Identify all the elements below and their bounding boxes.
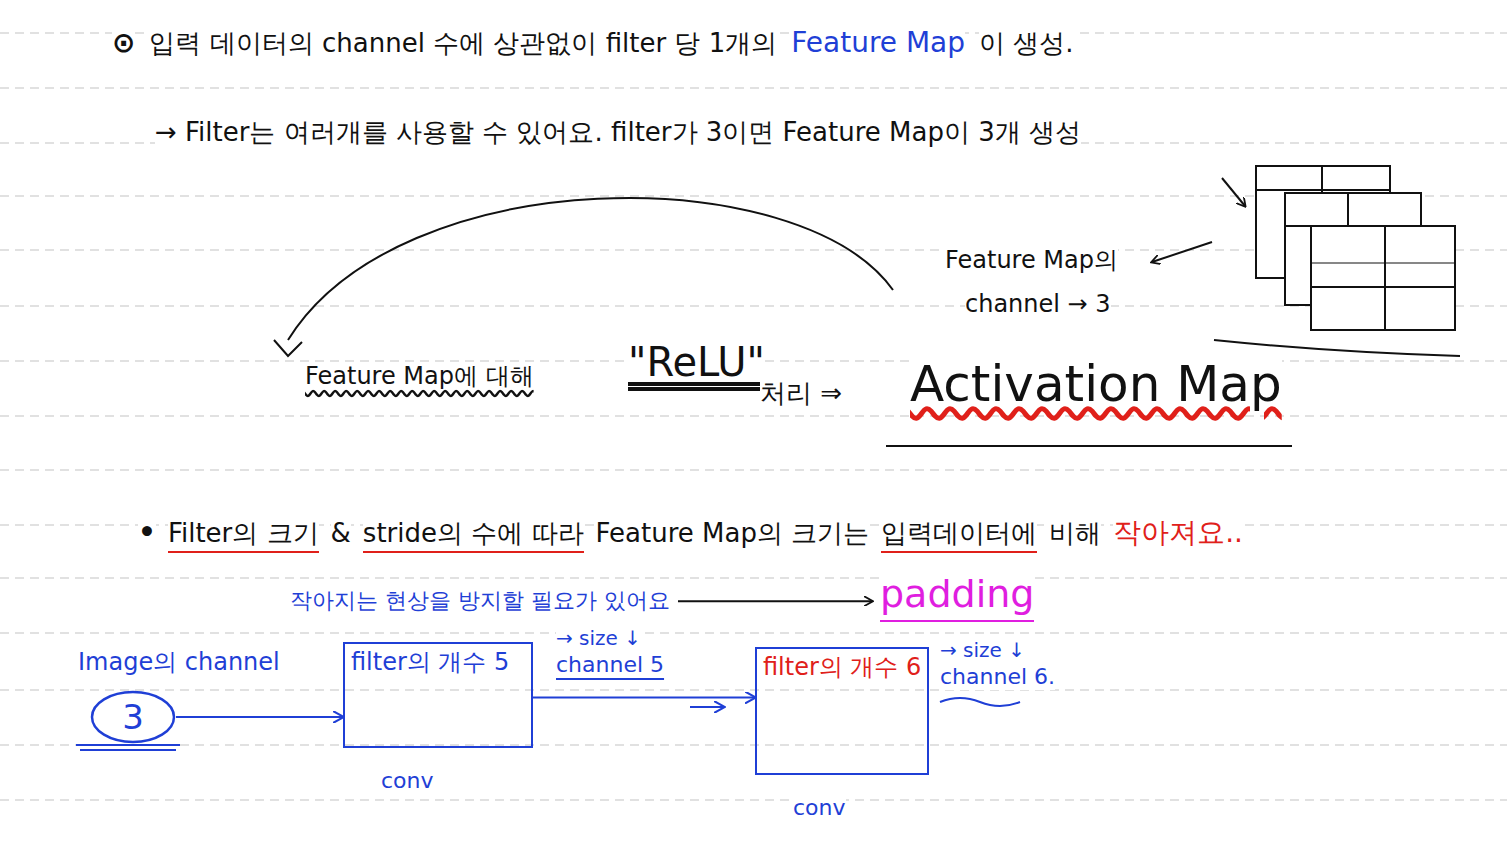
text-line: 처리 ⇒: [760, 378, 842, 409]
grid-line: [1311, 262, 1455, 263]
underline: [76, 745, 180, 750]
ruled-line: [0, 799, 1507, 800]
note-text: 비해: [1049, 518, 1101, 549]
text-line: → Filter는 여러개를 사용할 수 있어요. filter가 3이면 Fe…: [155, 117, 1081, 148]
curved-arrow: [288, 198, 893, 340]
note-text: ⊙: [112, 26, 135, 60]
ruled-line: [0, 689, 1507, 690]
note-text: 처리 ⇒: [760, 378, 842, 409]
feature-map-stack: [1256, 166, 1455, 330]
note-text: stride의 수에 따라: [363, 518, 584, 553]
text-line: 작아지는 현상을 방지할 필요가 있어요: [290, 588, 670, 614]
note-text: Feature Map에 대해: [305, 362, 534, 391]
note-text: → size ↓: [940, 638, 1025, 662]
conv-box: filter의 개수 5conv: [343, 642, 533, 748]
ruled-line: [0, 305, 1507, 306]
node-heading: Image의 channel: [78, 648, 280, 677]
ruled-line: [0, 87, 1507, 88]
note-text: &: [331, 518, 351, 549]
note-text: Feature Map: [791, 26, 965, 60]
note-text: •: [138, 516, 156, 550]
note-text: Feature Map의 크기는: [596, 518, 870, 549]
node-heading: filter의 개수 6: [763, 653, 921, 682]
note-text: → Filter는 여러개를 사용할 수 있어요. filter가 3이면 Fe…: [155, 117, 1081, 148]
note-text: "ReLU": [628, 338, 765, 386]
circle-shape: [92, 692, 174, 742]
note-text: 이 생성.: [979, 28, 1074, 59]
note-text: channel → 3: [965, 290, 1111, 319]
underline: [886, 445, 1292, 447]
text-line: Feature Map의: [945, 246, 1118, 275]
note-text: padding: [880, 572, 1034, 622]
text-line: → size ↓: [940, 638, 1025, 662]
node-heading: filter의 개수 5: [351, 648, 509, 677]
note-text: channel 5: [556, 652, 664, 678]
node-text: conv: [793, 795, 846, 821]
node-text: conv: [381, 768, 434, 794]
ruled-line: [0, 469, 1507, 470]
grid-line: [1384, 226, 1386, 330]
ruled-line: [0, 415, 1507, 416]
underline: [940, 698, 1020, 706]
input-circle: Image의 channel3: [90, 690, 176, 744]
flow-arrow: [533, 696, 755, 698]
grid-line: [1311, 286, 1455, 288]
node-text: 3: [122, 697, 144, 738]
feature-map: [1311, 226, 1455, 330]
text-line: → size ↓: [556, 626, 641, 650]
note-text: Activation Map: [910, 354, 1282, 414]
ruled-line: [0, 744, 1507, 745]
conv-box: filter의 개수 6conv: [755, 647, 929, 775]
note-text: 입력데이터에: [881, 518, 1037, 553]
leader-arrow: [678, 600, 872, 602]
text-line: channel → 3: [965, 290, 1111, 319]
leader-arrow: [690, 706, 724, 708]
ruled-line: [0, 577, 1507, 578]
arrow-head: [274, 340, 302, 356]
flow-arrow: [176, 716, 343, 718]
text-line: channel 5: [556, 652, 664, 678]
note-text: 작아져요..: [1113, 516, 1243, 550]
ruled-line: [0, 632, 1507, 633]
text-line: padding: [880, 572, 1034, 622]
note-text: 입력 데이터의 channel 수에 상관없이 filter 당 1개의: [149, 28, 777, 59]
text-line: channel 6.: [940, 664, 1055, 690]
text-line: • Filter의 크기&stride의 수에 따라 Feature Map의 크기…: [138, 516, 1243, 553]
note-text: Filter의 크기: [168, 518, 319, 553]
note-text: → size ↓: [556, 626, 641, 650]
leader-arrow: [1152, 242, 1212, 262]
ruled-lines: [0, 33, 1507, 800]
note-text: Feature Map의: [945, 246, 1118, 275]
note-text: channel 6.: [940, 664, 1055, 690]
text-line: ⊙ 입력 데이터의 channel 수에 상관없이 filter 당 1개의 Fea…: [112, 26, 1074, 60]
text-line: Feature Map에 대해: [305, 362, 534, 391]
text-line: "ReLU": [628, 338, 765, 386]
note-text: 작아지는 현상을 방지할 필요가 있어요: [290, 588, 670, 614]
text-line: Activation Map: [910, 354, 1282, 414]
leader-arrow: [1222, 178, 1245, 206]
